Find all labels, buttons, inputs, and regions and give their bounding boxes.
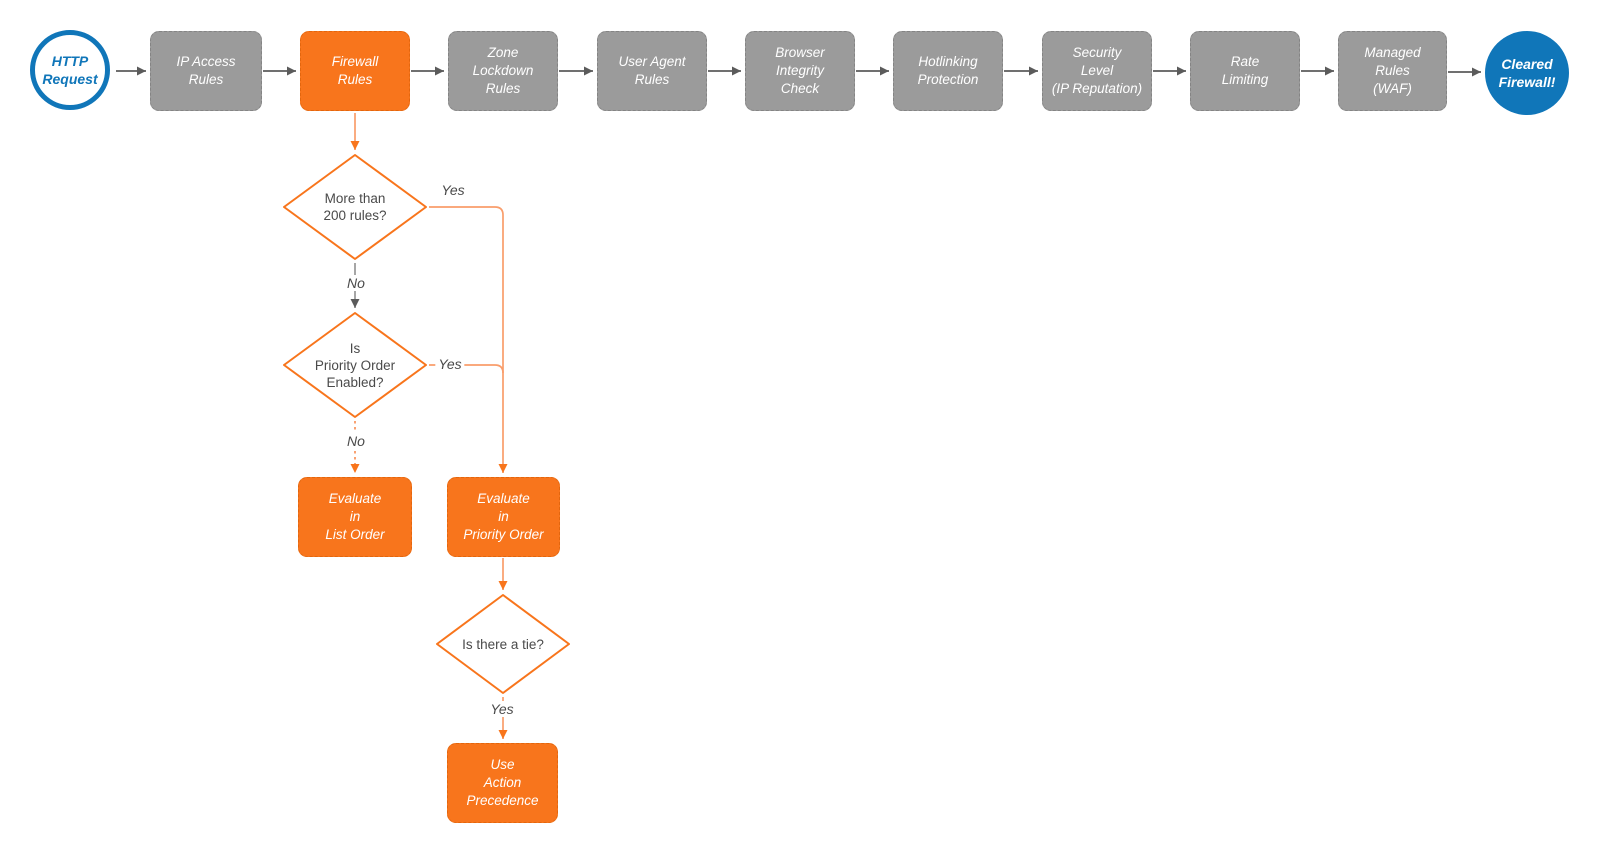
node-browser-integrity-check-label: Browser Integrity Check [775, 45, 825, 96]
node-http-request: HTTP Request [30, 30, 110, 110]
decision-priority-order-enabled-label: Is Priority Order Enabled? [314, 340, 396, 390]
node-zone-lockdown-rules: Zone Lockdown Rules [448, 31, 558, 111]
node-ip-access-rules-label: IP Access Rules [176, 54, 236, 87]
node-security-level: Security Level (IP Reputation) [1042, 31, 1152, 111]
decision-more-than-200-rules: More than 200 rules? [282, 153, 428, 261]
diamond-shape [436, 594, 570, 694]
node-cleared-firewall-label: Cleared Firewall! [1498, 56, 1556, 90]
node-browser-integrity-check: Browser Integrity Check [745, 31, 855, 111]
edge-label-priority-enabled-yes: Yes [435, 356, 465, 372]
decision-is-there-a-tie-label: Is there a tie? [462, 636, 544, 652]
edge-label-priority-enabled-no: No [344, 433, 368, 449]
node-cleared-firewall: Cleared Firewall! [1485, 31, 1569, 115]
node-firewall-rules-label: Firewall Rules [331, 54, 379, 87]
node-user-agent-rules: User Agent Rules [597, 31, 707, 111]
node-security-level-label: Security Level (IP Reputation) [1051, 45, 1143, 96]
decision-is-there-a-tie: Is there a tie? [435, 593, 571, 695]
node-ip-access-rules: IP Access Rules [150, 31, 262, 111]
edge-label-tie-yes: Yes [487, 701, 517, 717]
node-http-request-label: HTTP Request [42, 53, 98, 87]
connector-priority-enabled-yes-merge [429, 364, 504, 374]
node-zone-lockdown-rules-label: Zone Lockdown Rules [472, 45, 534, 96]
edge-label-rules-count-yes: Yes [441, 182, 465, 198]
diamond-shape [283, 154, 427, 260]
node-rate-limiting: Rate Limiting [1190, 31, 1300, 111]
node-managed-rules-waf: Managed Rules (WAF) [1338, 31, 1447, 111]
node-evaluate-in-priority-order-label: Evaluate in Priority Order [463, 491, 544, 542]
node-rate-limiting-label: Rate Limiting [1221, 54, 1269, 87]
node-use-action-precedence-label: Use Action Precedence [466, 757, 539, 808]
node-firewall-rules: Firewall Rules [300, 31, 410, 111]
edge-label-rules-count-no: No [344, 275, 368, 291]
node-evaluate-in-list-order-label: Evaluate in List Order [325, 491, 385, 542]
connector-rules-count-yes-to-priority-order [429, 206, 508, 473]
node-hotlinking-protection-label: Hotlinking Protection [917, 54, 979, 87]
node-use-action-precedence: Use Action Precedence [447, 743, 558, 823]
node-user-agent-rules-label: User Agent Rules [618, 54, 686, 87]
node-hotlinking-protection: Hotlinking Protection [893, 31, 1003, 111]
diamond-shape [283, 312, 427, 418]
decision-priority-order-enabled: Is Priority Order Enabled? [282, 311, 428, 419]
node-evaluate-in-list-order: Evaluate in List Order [298, 477, 412, 557]
node-evaluate-in-priority-order: Evaluate in Priority Order [447, 477, 560, 557]
decision-more-than-200-rules-label: More than 200 rules? [323, 191, 387, 223]
node-managed-rules-waf-label: Managed Rules (WAF) [1364, 45, 1421, 96]
